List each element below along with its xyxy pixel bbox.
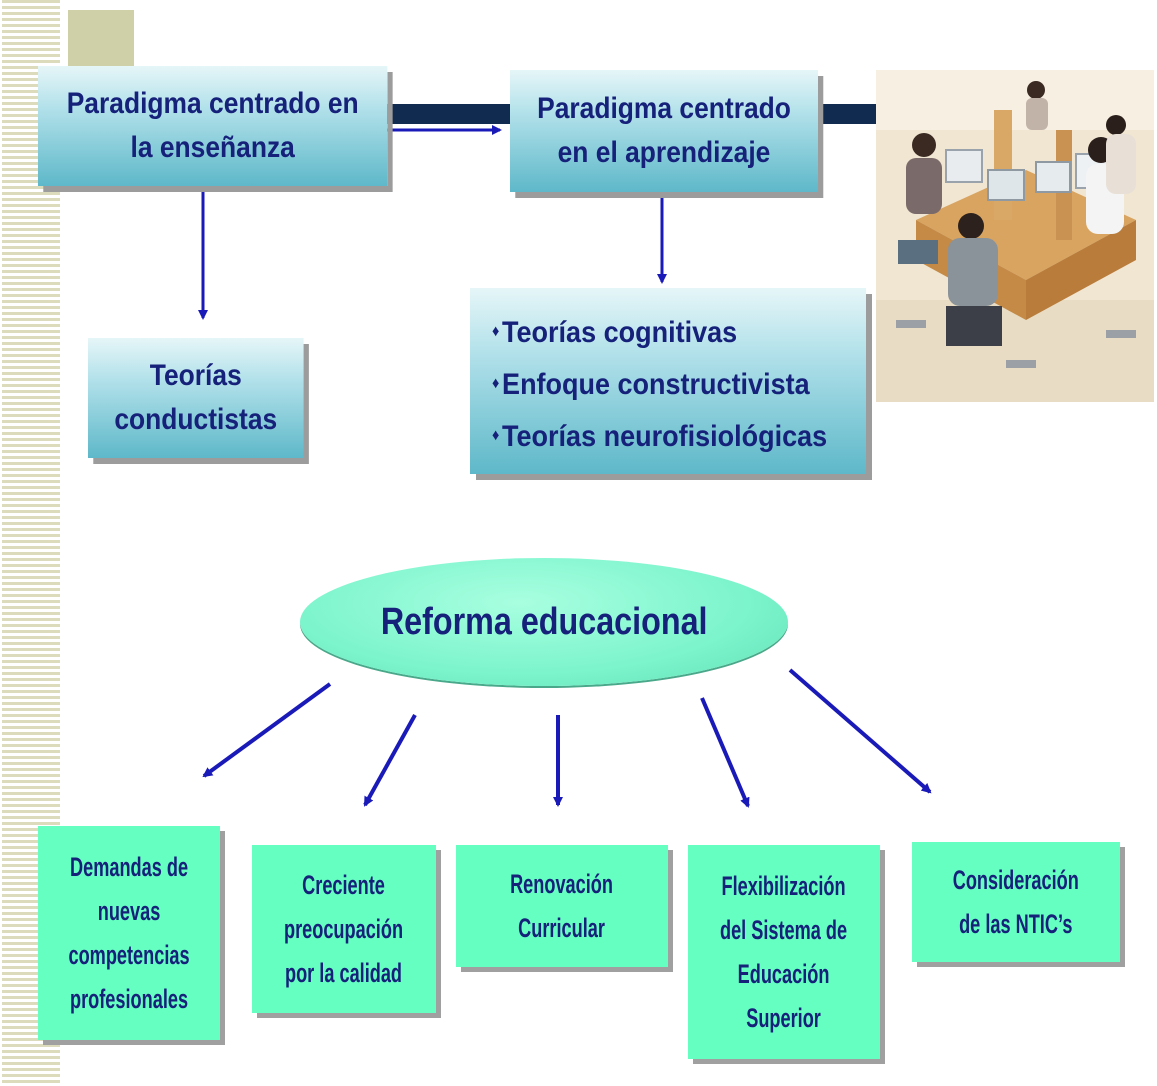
reform-ellipse: Reforma educacional <box>300 558 788 686</box>
arrow-to-calidad <box>363 714 417 807</box>
diamond-bullet-icon: ♦ <box>492 323 500 340</box>
reform-box-line: Renovación <box>510 869 614 899</box>
reform-box-renovacion: Renovación Curricular <box>456 845 668 967</box>
reform-box-line: del Sistema de <box>720 915 848 945</box>
learning-paradigm-line-1: Paradigma centrado <box>537 92 791 125</box>
theory-label: Teorías neurofisiológicas <box>502 420 828 453</box>
theory-label: Teorías cognitivas <box>502 316 738 349</box>
teaching-paradigm-line-2: la enseñanza <box>130 131 295 164</box>
reform-box-line: Flexibilización <box>721 871 847 901</box>
reform-box-line: por la calidad <box>285 958 403 988</box>
behaviorist-line-2: conductistas <box>114 403 278 436</box>
teaching-paradigm-line-1: Paradigma centrado en <box>66 87 359 120</box>
reform-box-flexibilizacion: Flexibilización del Sistema de Educación… <box>688 845 880 1059</box>
reform-box-line: Consideración <box>952 865 1080 895</box>
reform-box-line: profesionales <box>69 984 189 1014</box>
reform-label: Reforma educacional <box>380 600 708 643</box>
reform-box-line: Curricular <box>518 913 606 943</box>
theory-item: ♦Teorías cognitivas <box>492 306 827 358</box>
classroom-illustration <box>876 70 1154 402</box>
reform-box-line: preocupación <box>284 914 404 944</box>
theory-item: ♦Enfoque constructivista <box>492 358 827 410</box>
arrow-to-ntics <box>788 668 932 794</box>
decorative-square <box>68 10 134 72</box>
diamond-bullet-icon: ♦ <box>492 375 500 392</box>
arrow-to-demandas <box>202 682 332 778</box>
teaching-paradigm-box: Paradigma centrado en la enseñanza <box>38 66 388 186</box>
reform-box-line: de las NTIC’s <box>959 909 1073 939</box>
connector-bar-left <box>386 104 512 124</box>
classroom-photo <box>876 70 1154 402</box>
learning-paradigm-box: Paradigma centrado en el aprendizaje <box>510 70 818 192</box>
reform-box-ntics: Consideración de las NTIC’s <box>912 842 1120 962</box>
reform-box-line: competencias <box>68 940 190 970</box>
behaviorist-line-1: Teorías <box>149 359 242 392</box>
theory-item: ♦Teorías neurofisiológicas <box>492 410 827 462</box>
reform-box-line: Creciente <box>302 870 386 900</box>
theory-label: Enfoque constructivista <box>502 368 810 401</box>
reform-box-calidad: Creciente preocupación por la calidad <box>252 845 436 1013</box>
connector-bar-right <box>814 104 878 124</box>
arrow-to-flexibilizacion <box>700 697 750 808</box>
reform-box-demandas: Demandas de nuevas competencias profesio… <box>38 826 220 1040</box>
learning-paradigm-line-2: en el aprendizaje <box>557 136 771 169</box>
reform-box-line: nuevas <box>97 896 161 926</box>
behaviorist-theories-box: Teorías conductistas <box>88 338 304 458</box>
learning-theories-box: ♦Teorías cognitivas ♦Enfoque constructiv… <box>470 288 866 474</box>
reform-box-line: Superior <box>746 1003 822 1033</box>
reform-box-line: Educación <box>738 959 830 989</box>
reform-box-line: Demandas de <box>69 852 189 882</box>
diamond-bullet-icon: ♦ <box>492 427 500 444</box>
